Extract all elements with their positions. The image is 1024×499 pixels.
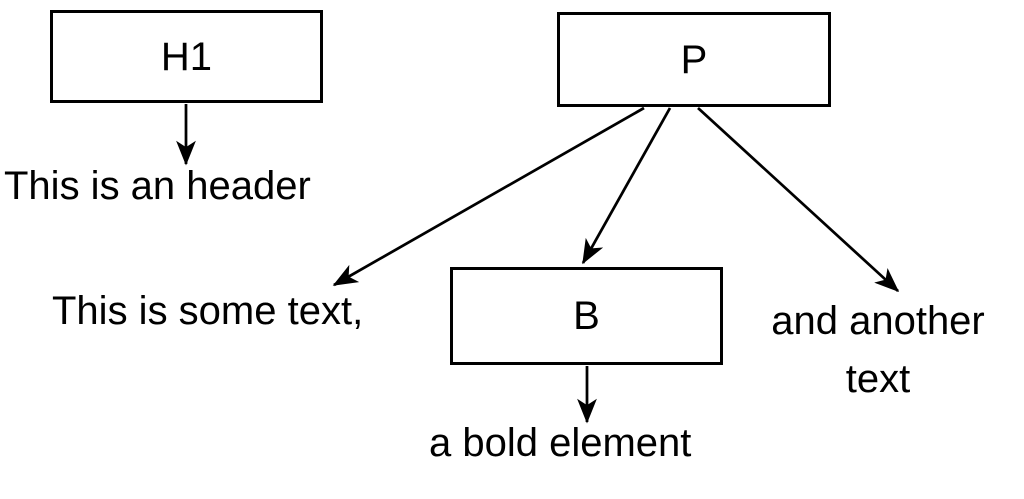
text-node-some-text: This is some text, xyxy=(52,289,364,333)
edge-p-to-b xyxy=(581,107,672,265)
node-b: B xyxy=(450,267,723,365)
text-node-another-text: and another text xyxy=(771,299,985,401)
node-h1: H1 xyxy=(50,10,323,103)
node-p: P xyxy=(557,12,831,107)
edge-p-to-some-text xyxy=(332,106,645,287)
text-node-bold-element: a bold element xyxy=(429,421,692,465)
node-p-label: P xyxy=(680,37,708,82)
edge-p-to-another-text xyxy=(697,106,900,293)
text-node-header: This is an header xyxy=(4,164,311,208)
node-h1-label: H1 xyxy=(160,34,213,79)
node-b-label: B xyxy=(573,294,600,338)
